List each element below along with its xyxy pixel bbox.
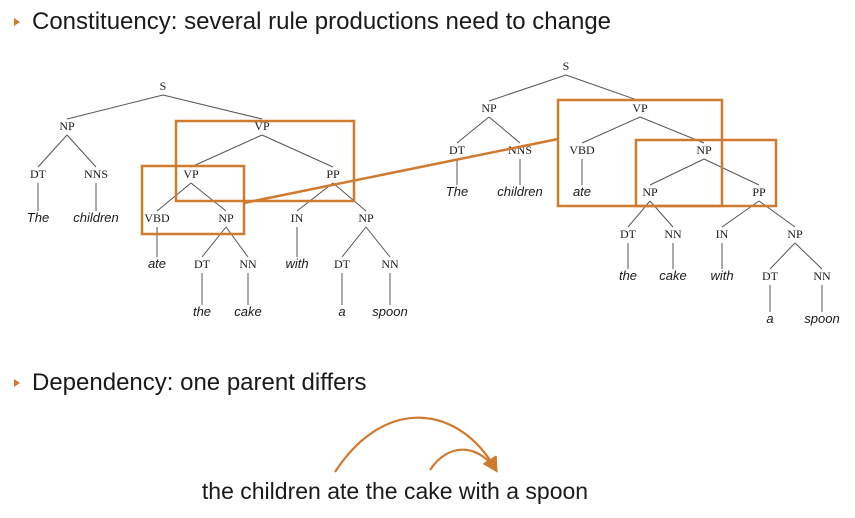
tree-edge bbox=[156, 182, 192, 212]
tree-edge bbox=[365, 226, 391, 258]
dependency-arc bbox=[429, 448, 498, 473]
node-in: IN bbox=[291, 211, 304, 225]
word-spoon: spoon bbox=[372, 304, 407, 319]
tree-edge bbox=[225, 226, 249, 258]
word-with: with bbox=[285, 256, 308, 271]
highlight-box-vp2 bbox=[140, 164, 246, 236]
dependency-heading: Dependency: one parent differs bbox=[32, 369, 367, 396]
node-vp: VP bbox=[632, 101, 648, 115]
tree-edge bbox=[66, 94, 164, 120]
node-nn: NN bbox=[813, 269, 831, 283]
tree-edge bbox=[190, 134, 263, 168]
node-nn: NN bbox=[381, 257, 399, 271]
tree-edge bbox=[639, 116, 705, 144]
sentence-word: cake bbox=[398, 478, 453, 504]
tree-edge bbox=[332, 182, 367, 212]
dependency-example: the children ate the cake with a spoon bbox=[202, 416, 588, 504]
word-cake: cake bbox=[234, 304, 261, 319]
word-ate: ate bbox=[148, 256, 166, 271]
word-the: the bbox=[619, 268, 637, 283]
sentence-word: the bbox=[359, 478, 397, 504]
constituency-tree-left: S NP VP DT NNS The children VP PP VBD NP ate DT NN the… bbox=[27, 79, 408, 319]
bullet-arrow-icon bbox=[14, 18, 20, 26]
node-np: NP bbox=[642, 185, 658, 199]
word-the: the bbox=[193, 304, 211, 319]
highlight-box-np2 bbox=[634, 138, 778, 208]
tree-edge bbox=[66, 134, 97, 168]
node-np: NP bbox=[218, 211, 234, 225]
node-in: IN bbox=[716, 227, 729, 241]
word-the: The bbox=[27, 210, 49, 225]
word-a: a bbox=[766, 311, 773, 326]
node-dt: DT bbox=[30, 167, 47, 181]
node-dt: DT bbox=[620, 227, 637, 241]
node-nn: NN bbox=[664, 227, 682, 241]
node-vbd: VBD bbox=[569, 143, 595, 157]
tree-edge bbox=[190, 182, 227, 212]
word-the: The bbox=[446, 184, 468, 199]
sentence-word: spoon bbox=[519, 478, 588, 504]
sentence-word: with bbox=[453, 478, 500, 504]
word-children: children bbox=[497, 184, 543, 199]
tree-edge bbox=[341, 226, 367, 258]
tree-edge bbox=[565, 74, 641, 102]
tree-edge bbox=[769, 242, 796, 270]
node-vbd: VBD bbox=[144, 211, 170, 225]
node-s: S bbox=[563, 59, 570, 73]
node-dt: DT bbox=[194, 257, 211, 271]
sentence-word: children bbox=[234, 478, 321, 504]
dependency-sentence: the children ate the cake with a spoon bbox=[202, 478, 588, 504]
tree-edge bbox=[456, 116, 490, 144]
word-children: children bbox=[73, 210, 119, 225]
tree-edge bbox=[162, 94, 263, 120]
tree-edge bbox=[261, 134, 334, 168]
sentence-word: a bbox=[500, 478, 519, 504]
dependency-arc bbox=[334, 416, 498, 473]
tree-edge bbox=[703, 158, 760, 186]
node-vp: VP bbox=[254, 119, 270, 133]
tree-edge bbox=[488, 74, 567, 102]
node-nn: NN bbox=[239, 257, 257, 271]
word-ate: ate bbox=[573, 184, 591, 199]
word-cake: cake bbox=[659, 268, 686, 283]
tree-edge bbox=[37, 134, 68, 168]
constituency-heading: Constituency: several rule productions n… bbox=[32, 8, 612, 35]
tree-edge bbox=[296, 182, 334, 212]
node-np: NP bbox=[358, 211, 374, 225]
tree-edge bbox=[794, 242, 823, 270]
word-spoon: spoon bbox=[804, 311, 839, 326]
dependency-bullet: Dependency: one parent differs bbox=[14, 369, 366, 397]
tree-edge bbox=[581, 116, 641, 144]
node-dt: DT bbox=[762, 269, 779, 283]
tree-edge bbox=[201, 226, 227, 258]
sentence-word: the bbox=[202, 478, 234, 504]
connector-line bbox=[243, 137, 559, 205]
node-pp: PP bbox=[326, 167, 340, 181]
node-vp: VP bbox=[183, 167, 199, 181]
tree-edge bbox=[649, 158, 705, 186]
highlight-box-vp1 bbox=[174, 119, 356, 203]
node-np: NP bbox=[481, 101, 497, 115]
bullet-arrow-icon bbox=[14, 379, 20, 387]
sentence-word: ate bbox=[321, 478, 359, 504]
constituency-bullet: Constituency: several rule productions n… bbox=[14, 8, 611, 36]
node-dt: DT bbox=[449, 143, 466, 157]
word-with: with bbox=[710, 268, 733, 283]
node-np: NP bbox=[696, 143, 712, 157]
node-np: NP bbox=[787, 227, 803, 241]
node-np: NP bbox=[59, 119, 75, 133]
node-pp: PP bbox=[752, 185, 766, 199]
word-a: a bbox=[338, 304, 345, 319]
node-dt: DT bbox=[334, 257, 351, 271]
node-s: S bbox=[160, 79, 167, 93]
node-nns: NNS bbox=[84, 167, 108, 181]
tree-edge bbox=[488, 116, 521, 144]
